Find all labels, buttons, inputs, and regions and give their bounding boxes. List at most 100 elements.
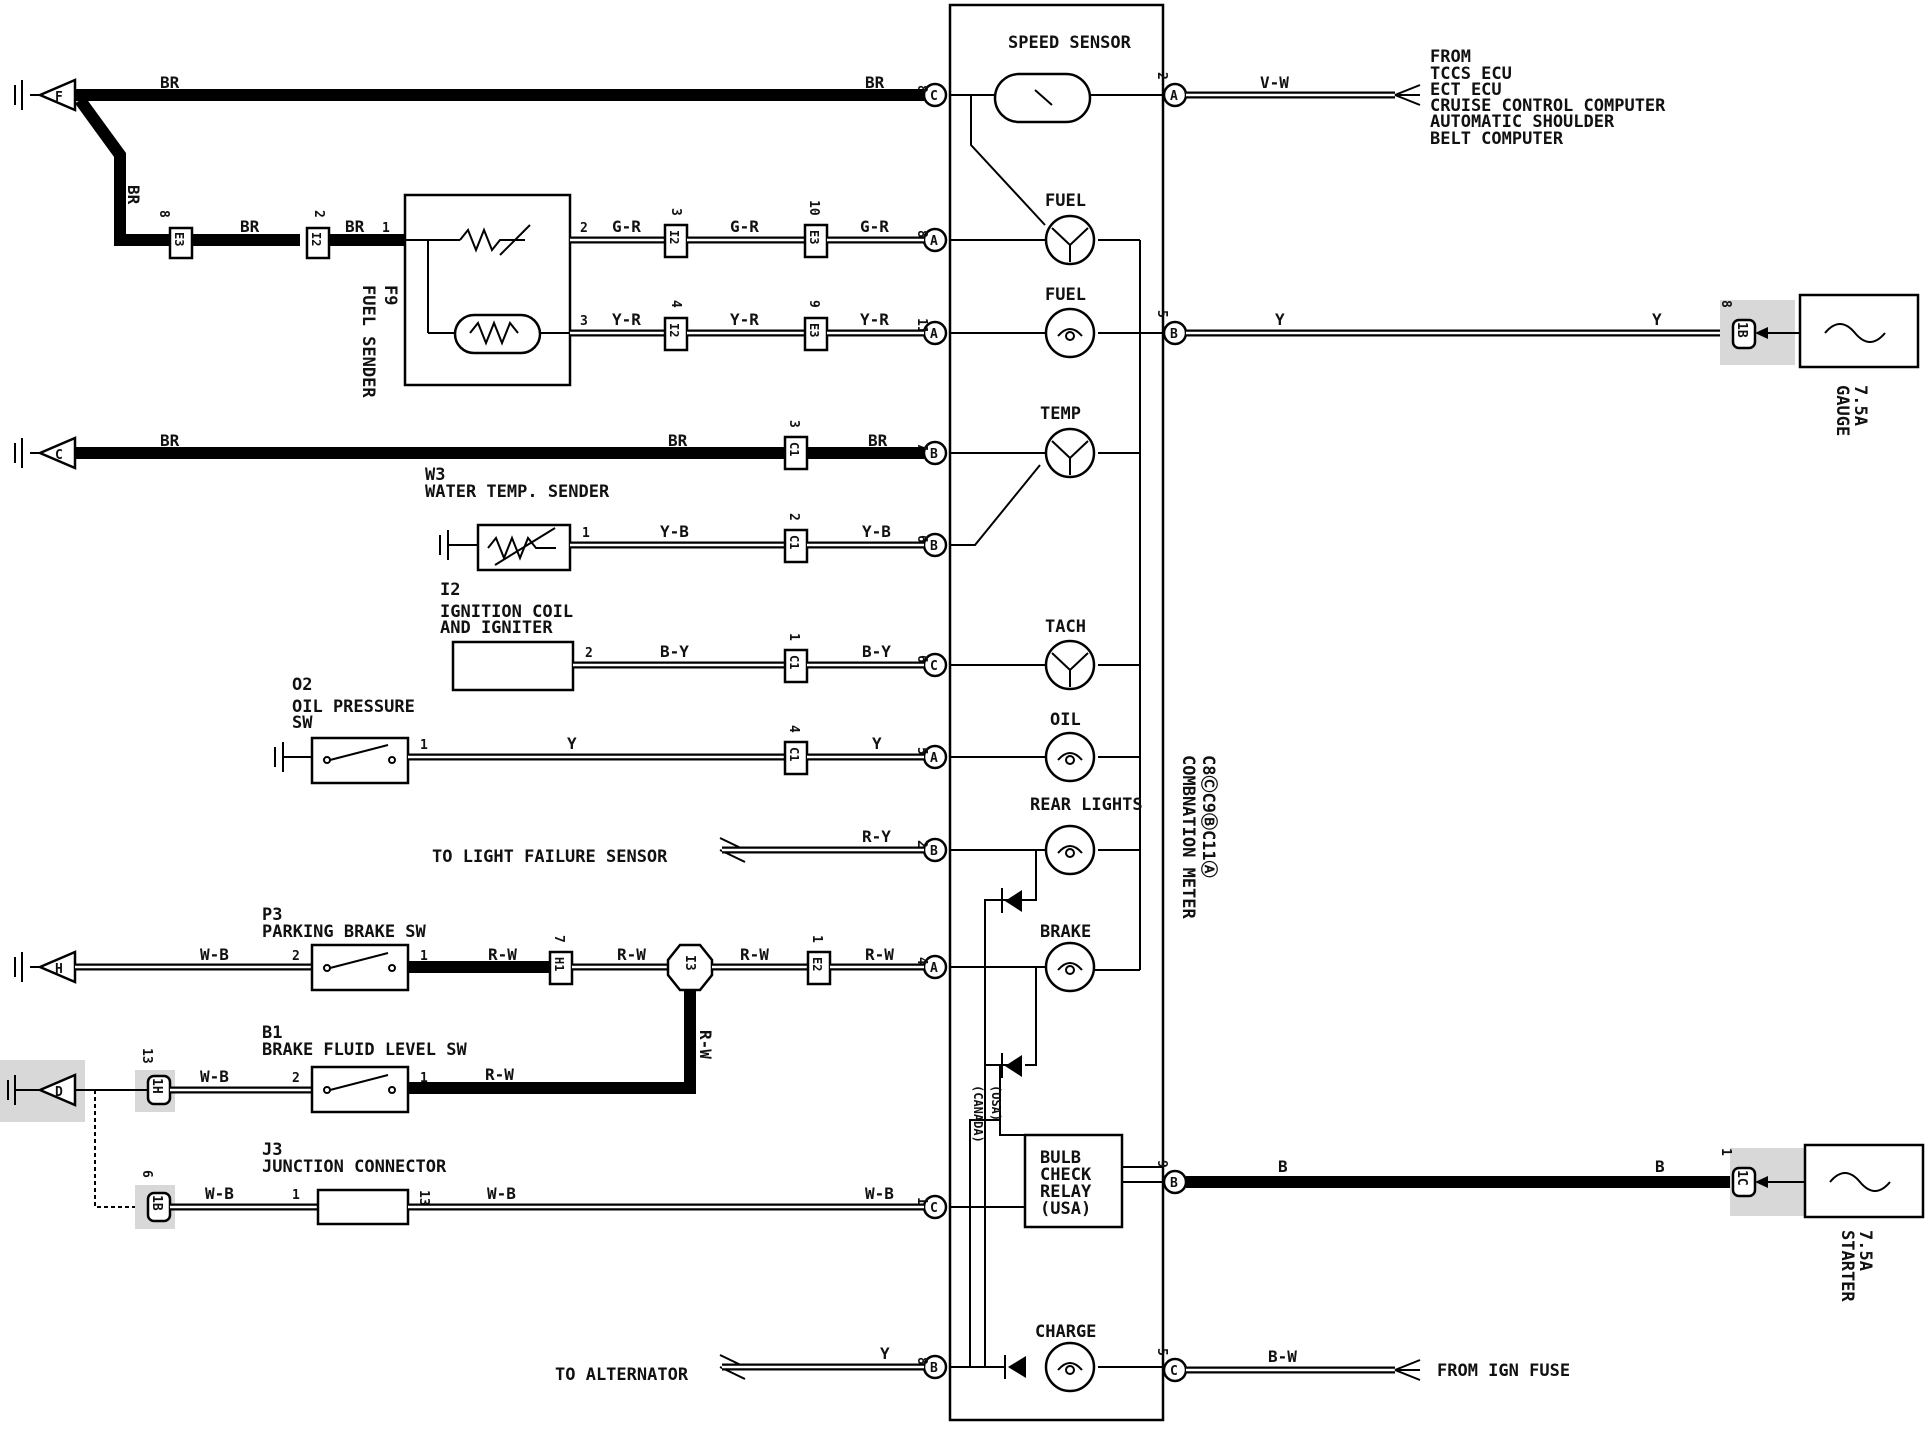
parking-brake-row: P3 PARKING BRAKE SW H W-B 2 1 R-W H1 7 R… — [14, 905, 924, 992]
charge-lamp-label: CHARGE — [1035, 1322, 1096, 1342]
wire-gr-3: G-R — [860, 217, 889, 236]
wire-br-8: BR — [868, 431, 888, 450]
conn-e3-8-num: 8 — [156, 210, 171, 218]
speed-to-fuel — [970, 95, 1046, 226]
starter-fuse-feed: B B 1C 1 7.5A STARTER — [1186, 1143, 1925, 1302]
wire-y-oil-1: Y — [567, 734, 577, 753]
f9-pin-2: 2 — [580, 221, 588, 236]
wire-rw-4: R-W — [865, 945, 894, 964]
pin-b9-letter: B — [1170, 1176, 1178, 1191]
wire-gr-2: G-R — [730, 217, 759, 236]
junction-row: J3 JUNCTION CONNECTOR 1B 6 W-B 1 13 W-B … — [94, 1090, 924, 1229]
b1-name: BRAKE FLUID LEVEL SW — [262, 1040, 467, 1060]
pin-a8-num: 8 — [914, 230, 929, 238]
wire-wb-2: W-B — [200, 1067, 229, 1086]
to-light-failure: TO LIGHT FAILURE SENSOR — [432, 847, 668, 867]
pin-c1-letter: C — [930, 1201, 938, 1216]
i2-name-2: AND IGNITER — [440, 618, 553, 638]
wire-rw-1: R-W — [488, 945, 517, 964]
relay-line-3: RELAY — [1040, 1182, 1092, 1202]
brake-lamp: BRAKE — [1040, 922, 1096, 993]
ecu-line-0: FROM — [1430, 47, 1471, 67]
wire-rw-2: R-W — [617, 945, 646, 964]
wire-br-2: BR — [865, 73, 885, 92]
conn-c1-4: C1 — [787, 747, 801, 761]
wire-y-gauge-1: Y — [1275, 310, 1285, 329]
b1-code: B1 — [262, 1023, 282, 1043]
wire-rw-6: R-W — [485, 1065, 514, 1084]
gauge-fuse-feed: Y Y 1B 8 7.5A GAUGE — [1186, 293, 1920, 436]
conn-e3-9: E3 — [807, 323, 821, 337]
fuel-sender-name: FUEL SENDER — [358, 285, 378, 398]
j3-pin-out: 13 — [416, 1190, 431, 1206]
pin-a4-letter: A — [930, 961, 938, 976]
ground-d-label: D — [55, 1085, 63, 1100]
p3-name: PARKING BRAKE SW — [262, 922, 427, 942]
ecu-line-2: ECT ECU — [1430, 80, 1502, 100]
pin-c1-num: 1 — [914, 1197, 929, 1205]
fuel-sender-code: F9 — [380, 285, 400, 305]
wire-rw-drop — [408, 990, 696, 1094]
wire-wb-4: W-B — [487, 1184, 516, 1203]
o2-name-2: SW — [292, 713, 313, 733]
charge-lamp: CHARGE — [1035, 1322, 1096, 1393]
wire-y-alt: Y — [880, 1344, 890, 1363]
ecu-feed: V-W FROM TCCS ECU ECT ECU CRUISE CONTROL… — [1186, 47, 1666, 149]
b1-pin-out: 1 — [420, 1071, 428, 1086]
rear-lights-label: REAR LIGHTS — [1030, 795, 1143, 815]
conn-1c1-num: 1 — [1718, 1148, 1733, 1156]
conn-c1-3: C1 — [787, 442, 801, 456]
brake-lamp-label: BRAKE — [1040, 922, 1091, 942]
oil-lamp: OIL — [1044, 710, 1096, 783]
f9-pin-1: 1 — [382, 221, 390, 236]
ecu-line-3: CRUISE CONTROL COMPUTER — [1430, 96, 1666, 116]
wire-y-gauge-2: Y — [1652, 310, 1662, 329]
j3-pin-in: 1 — [292, 1188, 300, 1203]
fuel-warning-lamp: FUEL — [1044, 285, 1096, 359]
ecu-line-4: AUTOMATIC SHOULDER — [1430, 112, 1615, 132]
wire-y-oil-2: Y — [872, 734, 882, 753]
wire-wb-3: W-B — [205, 1184, 234, 1203]
oil-lamp-label: OIL — [1050, 710, 1081, 730]
wire-br-4: BR — [240, 217, 260, 236]
conn-e2-1: E2 — [810, 957, 824, 971]
temp-sender-link — [950, 464, 1041, 546]
wire-yr-1: Y-R — [612, 310, 641, 329]
conn-1c1: 1C — [1734, 1170, 1749, 1186]
conn-1h13-num: 13 — [139, 1048, 154, 1064]
j3-name: JUNCTION CONNECTOR — [262, 1157, 447, 1177]
wire-ry: R-Y — [862, 827, 891, 846]
wire-by-2: B-Y — [862, 642, 891, 661]
wire-vw-label: V-W — [1260, 73, 1289, 92]
conn-1b8: 1B — [1734, 322, 1749, 338]
pin-c8-letter: C — [930, 89, 938, 104]
wire-rw-3: R-W — [740, 945, 769, 964]
fuel-sender-box — [403, 193, 572, 387]
pin-b5-num: 5 — [1154, 310, 1169, 318]
alternator-row: TO ALTERNATOR Y — [555, 1344, 924, 1385]
conn-c1-1-num: 1 — [786, 633, 801, 641]
speed-sensor: SPEED SENSOR — [993, 33, 1132, 124]
pin-b5-letter: B — [1170, 327, 1178, 342]
b1-pin-in: 2 — [292, 1071, 300, 1086]
p3-pin-in: 2 — [292, 949, 300, 964]
pin-b8-letter: B — [930, 1361, 938, 1376]
conn-i2-2: I2 — [309, 232, 323, 246]
temp-gauge-label: TEMP — [1040, 404, 1081, 424]
fuel-gauge: FUEL — [1044, 191, 1096, 266]
ground-c-row: C BR BR C1 3 BR — [14, 420, 924, 471]
conn-e3-8: E3 — [172, 232, 186, 246]
splice-i3 — [666, 943, 714, 992]
fuse-gauge — [1798, 293, 1920, 369]
temp-gauge: TEMP — [1040, 404, 1096, 479]
conn-c1-2: C1 — [787, 535, 801, 549]
wire-br-5: BR — [345, 217, 365, 236]
conn-c1-1: C1 — [787, 655, 801, 669]
note-canada: (CANADA) — [971, 1085, 985, 1143]
pin-a8-letter: A — [930, 234, 938, 249]
relay-line-2: CHECK — [1040, 1165, 1092, 1185]
conn-1h13: 1H — [149, 1078, 164, 1094]
pin-a2-num: 2 — [1154, 72, 1169, 80]
conn-i2-3-num: 3 — [668, 208, 683, 216]
wire-wb-1: W-B — [200, 945, 229, 964]
